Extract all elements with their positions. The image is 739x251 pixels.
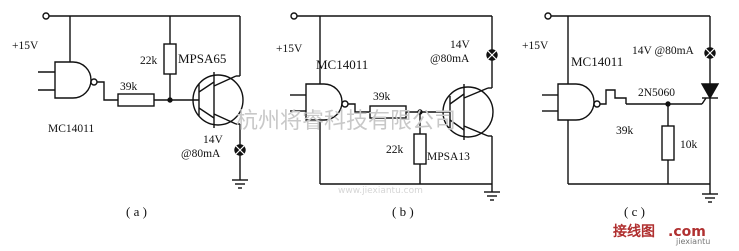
r-series-label: 39k bbox=[616, 125, 634, 137]
watermark-center: 杭州将睿科技有限公司 bbox=[236, 109, 456, 134]
supply-label: +15V bbox=[276, 43, 303, 55]
resistor-22k bbox=[413, 133, 427, 165]
supply-label: +15V bbox=[522, 40, 549, 52]
caption-a: ( a ) bbox=[126, 204, 147, 219]
scr-label: 2N5060 bbox=[638, 87, 675, 99]
circuit-b: +15V MC14011 39k 22k MPSA13 bbox=[276, 12, 500, 219]
caption-b: ( b ) bbox=[392, 204, 414, 219]
resistor-22k bbox=[163, 43, 177, 75]
ic-label: MC14011 bbox=[571, 54, 623, 69]
r-pull-label: 22k bbox=[140, 55, 158, 67]
transistor-mpsa13 bbox=[442, 86, 494, 138]
lamp-voltage: 14V bbox=[203, 134, 224, 146]
circuit-a: +15V MC14011 39k 22k MPSA65 bbox=[12, 12, 248, 219]
r-pull-label: 10k bbox=[680, 139, 698, 151]
brand-tail: .com bbox=[668, 224, 706, 240]
ic-label: MC14011 bbox=[48, 123, 94, 135]
brand-text: 接线图 bbox=[613, 223, 655, 240]
supply-terminal bbox=[290, 12, 298, 20]
supply-terminal bbox=[42, 12, 50, 20]
resistor-39k bbox=[117, 93, 155, 107]
supply-label: +15V bbox=[12, 40, 39, 52]
r-series-label: 39k bbox=[120, 81, 138, 93]
transistor-label: MPSA65 bbox=[178, 51, 226, 66]
resistor-10k bbox=[661, 125, 675, 161]
r-series-label: 39k bbox=[373, 91, 391, 103]
caption-c: ( c ) bbox=[624, 204, 645, 219]
supply-terminal bbox=[544, 12, 552, 20]
lamp-current: @80mA bbox=[181, 148, 221, 160]
nand-gate bbox=[557, 83, 595, 121]
transistor-mpsa65 bbox=[192, 74, 244, 126]
r-pull-label: 22k bbox=[386, 144, 404, 156]
ic-label: MC14011 bbox=[316, 57, 368, 72]
lamp-voltage: 14V bbox=[450, 39, 471, 51]
brand-sub: jiexiantu bbox=[675, 237, 710, 246]
nand-bubble bbox=[593, 100, 601, 108]
scr-icon bbox=[700, 83, 720, 100]
nand-gate bbox=[54, 61, 92, 99]
transistor-label: MPSA13 bbox=[427, 151, 470, 163]
lamp-current: @80mA bbox=[430, 53, 470, 65]
lamp-label: 14V @80mA bbox=[632, 45, 695, 57]
brand-logo: 接线图 .com jiexiantu bbox=[613, 223, 710, 246]
watermark-url: www.jiexiantu.com bbox=[338, 186, 423, 196]
nand-bubble bbox=[90, 78, 98, 86]
circuit-c: +15V MC14011 39k 2N5060 10k 14V @80mA bbox=[522, 12, 720, 219]
nand-bubble bbox=[341, 100, 349, 108]
